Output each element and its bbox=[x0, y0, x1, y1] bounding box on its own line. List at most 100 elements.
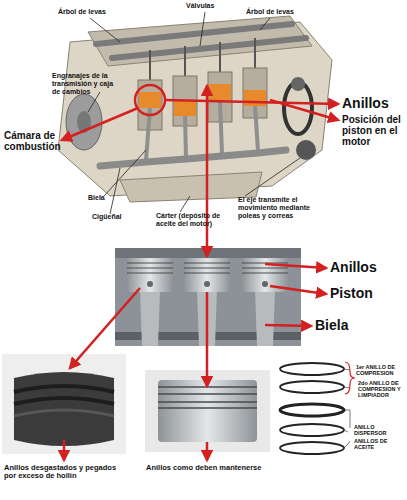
red-arrows bbox=[62, 86, 338, 460]
highlight-label: Posición del piston en el motor bbox=[342, 114, 406, 148]
ring-leaders bbox=[344, 369, 350, 448]
part-label: Biela bbox=[88, 194, 128, 202]
arrow bbox=[265, 264, 326, 268]
leader-line bbox=[180, 196, 190, 212]
valve bbox=[149, 50, 151, 82]
bracket bbox=[345, 362, 355, 394]
rod bbox=[185, 116, 186, 157]
piston bbox=[127, 258, 173, 292]
part-label: Árbol de levas bbox=[246, 8, 306, 16]
ring bbox=[158, 401, 257, 403]
leader-line bbox=[344, 369, 350, 370]
leader-line bbox=[110, 168, 120, 214]
compression-ring bbox=[280, 381, 344, 393]
arrow bbox=[270, 100, 338, 120]
leader-line bbox=[245, 158, 300, 196]
leader-line bbox=[344, 387, 350, 388]
arrow bbox=[206, 86, 209, 256]
leader-line bbox=[104, 150, 146, 196]
valve bbox=[219, 42, 221, 74]
piston-pin bbox=[204, 281, 210, 287]
compression-ring bbox=[280, 363, 344, 375]
rod bbox=[255, 290, 275, 346]
piston-pin bbox=[147, 281, 153, 287]
worn-piston-photo bbox=[2, 354, 126, 454]
photo-background bbox=[2, 354, 126, 454]
caption-label: Anillos como deben mantenerse bbox=[146, 464, 276, 472]
ring bbox=[158, 393, 257, 395]
piston-rings bbox=[158, 387, 257, 408]
worn-piston bbox=[14, 372, 114, 446]
ring bbox=[127, 267, 173, 268]
leader-line bbox=[90, 18, 120, 42]
piston bbox=[139, 92, 161, 108]
carbon-ring bbox=[14, 410, 114, 416]
carbon-ring bbox=[14, 398, 114, 404]
leader-line bbox=[260, 18, 270, 30]
ring bbox=[158, 386, 257, 388]
leader-line bbox=[88, 92, 100, 112]
highlight-label: Anillos bbox=[330, 260, 406, 276]
piston bbox=[174, 100, 196, 116]
leader-line bbox=[200, 12, 205, 46]
crankshaft bbox=[100, 150, 286, 166]
leader-line bbox=[344, 410, 350, 428]
rod bbox=[220, 100, 222, 154]
ring bbox=[158, 407, 257, 409]
part-label: El eje transmite el movimiento mediante … bbox=[238, 196, 328, 219]
dispersor-ring bbox=[280, 404, 344, 416]
ring bbox=[242, 267, 288, 268]
flywheel bbox=[66, 94, 102, 150]
ring bbox=[184, 267, 230, 268]
arrow bbox=[63, 440, 66, 460]
arrow bbox=[206, 292, 209, 386]
carbon-ring bbox=[14, 386, 114, 392]
highlight-label: Piston bbox=[330, 286, 406, 302]
part-label: Cigüeñal bbox=[92, 213, 142, 221]
rod bbox=[255, 106, 258, 151]
arrow bbox=[206, 442, 209, 460]
highlight-label: Anillos bbox=[342, 96, 406, 112]
piston bbox=[184, 258, 230, 292]
clean-piston bbox=[158, 380, 257, 442]
ring bbox=[184, 262, 230, 263]
part-label: Cámara de combustión bbox=[4, 130, 76, 152]
ring bbox=[184, 272, 230, 273]
cylinder-head bbox=[88, 16, 312, 66]
part-label: Engranajes de la transmisión y caja de c… bbox=[52, 72, 116, 95]
ring-label: ANILLOS DE ACEITE bbox=[354, 438, 406, 450]
ring-label: 1er ANILLO DE COMPRESION bbox=[356, 364, 406, 376]
piston bbox=[209, 84, 231, 100]
ring-label: 2do ANILLO DE COMPRESION Y LIMPIADOR bbox=[358, 380, 406, 398]
valves bbox=[150, 38, 255, 82]
part-label: Válvulas bbox=[186, 2, 236, 10]
piston bbox=[244, 90, 266, 106]
ring-set bbox=[280, 363, 344, 454]
pulley bbox=[296, 140, 316, 160]
highlight-label: Biela bbox=[315, 318, 391, 334]
ring-label: ANILLO DISPERSOR bbox=[354, 424, 406, 436]
oil-ring bbox=[280, 424, 344, 436]
piston-pin bbox=[262, 281, 268, 287]
arrow bbox=[270, 286, 326, 294]
part-label: Cárter (depósito de aceite del motor) bbox=[156, 212, 236, 228]
ring bbox=[242, 262, 288, 263]
oil-ring bbox=[280, 442, 344, 454]
ring bbox=[242, 272, 288, 273]
ring bbox=[127, 262, 173, 263]
valve bbox=[184, 46, 186, 78]
cylinders bbox=[138, 68, 267, 130]
highlight-circle bbox=[135, 85, 165, 115]
engine-illustration bbox=[58, 16, 332, 202]
rod bbox=[140, 290, 160, 346]
leader-lines bbox=[88, 12, 300, 214]
valve bbox=[254, 38, 256, 70]
caption-label: Anillos desgastados y pegados por exceso… bbox=[4, 464, 126, 481]
arrow bbox=[62, 108, 138, 140]
pulley bbox=[291, 77, 305, 91]
arrow bbox=[70, 288, 140, 368]
leader-line bbox=[344, 430, 350, 448]
arrow bbox=[165, 100, 338, 104]
part-label: Árbol de levas bbox=[58, 8, 118, 16]
